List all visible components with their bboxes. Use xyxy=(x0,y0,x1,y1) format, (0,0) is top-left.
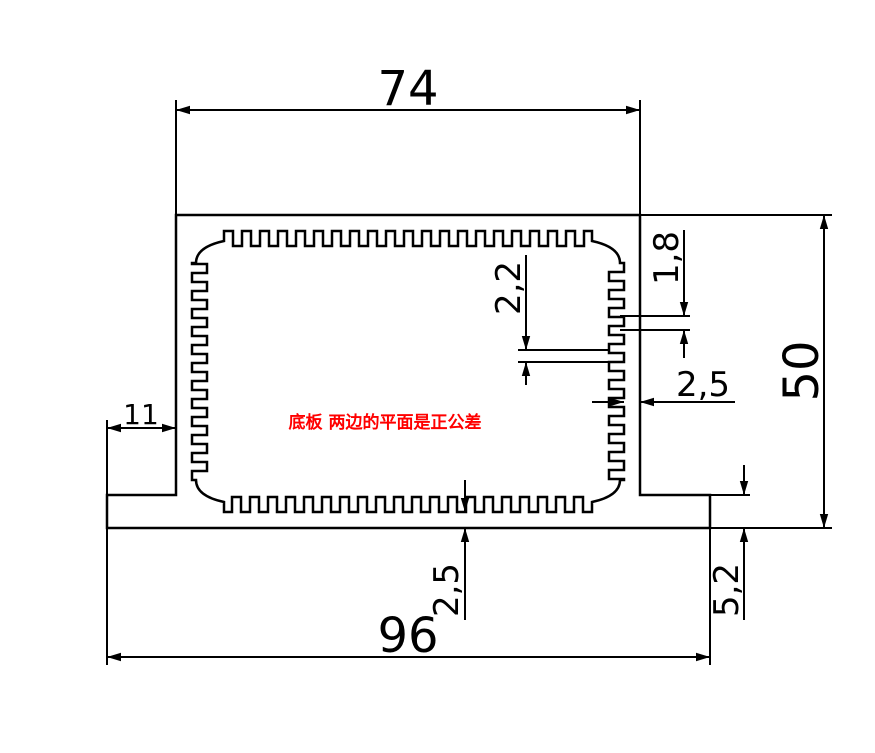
dim-total-width-label: 96 xyxy=(377,608,438,664)
dim-wall-thickness: 2,5 xyxy=(592,365,735,407)
dim-height: 50 xyxy=(774,215,830,528)
dim-flange-height: 5,2 xyxy=(707,465,750,620)
dim-fin-gap-label: 2,2 xyxy=(489,261,529,315)
dim-base-thickness-label: 2,5 xyxy=(427,563,467,617)
dim-top-width-label: 74 xyxy=(377,61,438,117)
dim-top-width: 74 xyxy=(175,61,641,215)
dim-height-label: 50 xyxy=(774,340,830,401)
dim-base-thickness: 2,5 xyxy=(427,480,470,620)
inner-cavity-finned xyxy=(190,229,626,514)
dim-flange-height-label: 5,2 xyxy=(707,563,747,617)
dim-flange-width-label: 11 xyxy=(123,398,159,431)
dim-fin-gap: 2,2 xyxy=(489,255,610,385)
tolerance-note: 底板 两边的平面是正公差 xyxy=(289,412,482,433)
dim-flange-width: 11 xyxy=(106,398,176,495)
dim-wall-thickness-label: 2,5 xyxy=(676,365,730,405)
dim-fin-pitch: 1,8 xyxy=(620,230,690,358)
dim-fin-pitch-label: 1,8 xyxy=(647,231,687,285)
dim-total-width: 96 xyxy=(106,528,711,665)
